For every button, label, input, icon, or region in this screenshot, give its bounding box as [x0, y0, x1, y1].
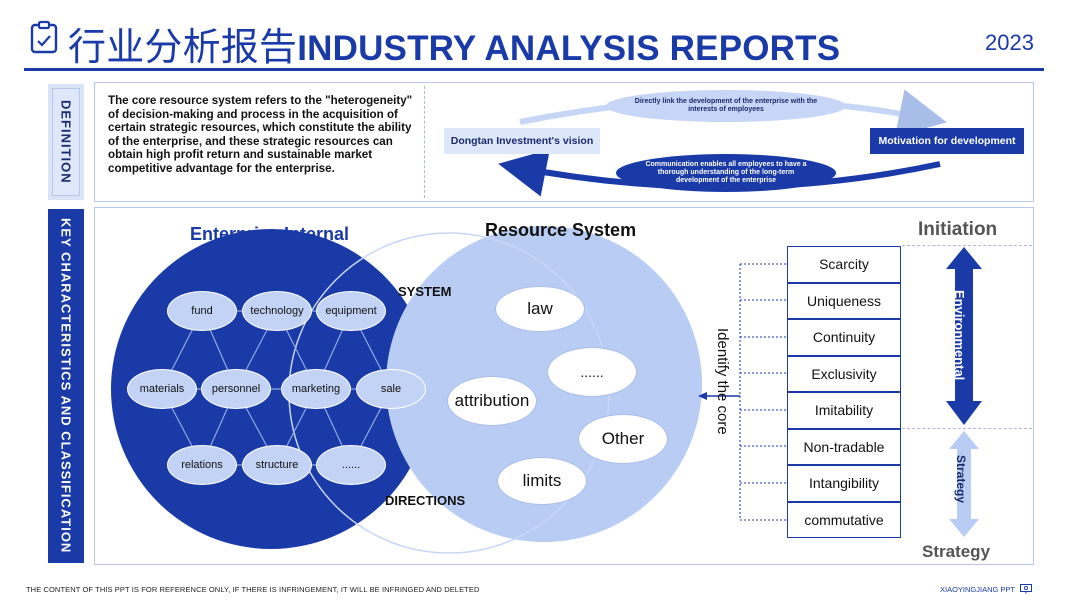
environmental-arrow [946, 247, 982, 425]
directions-label: DIRECTIONS [385, 493, 466, 508]
resource-law: law [495, 286, 585, 332]
initiation-label: Initiation [918, 219, 998, 240]
char-uniqueness: Uniqueness [787, 282, 901, 319]
definition-text: The core resource system refers to the "… [108, 94, 413, 175]
system-label: SYSTEM [398, 284, 452, 299]
resource-attribution: attribution [447, 376, 537, 426]
node-structure: structure [242, 445, 312, 485]
vision-box: Dongtan Investment's vision [444, 128, 600, 154]
page-title: 行业分析报告INDUSTRY ANALYSIS REPORTS [68, 16, 840, 71]
strategy-arrow-label: Strategy [954, 455, 968, 504]
node-technology: technology [242, 291, 312, 331]
key-tab-label: KEY CHARACTERISTICS AND CLASSIFICATION [58, 218, 74, 554]
char-non-tradable: Non-tradable [787, 428, 901, 465]
definition-tab-label: DEFINITION [58, 100, 74, 184]
strategy-label: Strategy [922, 542, 991, 561]
key-characteristics-tab: KEY CHARACTERISTICS AND CLASSIFICATION [46, 207, 86, 565]
resource-ellipsis: ...... [547, 347, 637, 397]
resource-system-label: Resource System [485, 220, 637, 240]
clipboard-check-icon [30, 20, 58, 54]
definition-tab: DEFINITION [46, 82, 86, 202]
environmental-arrow-label: Environmental [952, 290, 967, 381]
motivation-box: Motivation for development [870, 128, 1024, 154]
char-commutative: commutative [787, 501, 901, 538]
node-personnel: personnel [201, 369, 271, 409]
initiation-separator [902, 245, 1032, 246]
presentation-icon [1020, 584, 1032, 594]
footer-brand: XIAOYINGJIANG PPT [940, 585, 1016, 594]
node-relations: relations [167, 445, 237, 485]
char-exclusivity: Exclusivity [787, 355, 901, 392]
node-sale: sale [356, 369, 426, 409]
char-scarcity: Scarcity [787, 246, 901, 283]
page-title-en: INDUSTRY ANALYSIS REPORTS [297, 29, 841, 68]
node-marketing: marketing [281, 369, 351, 409]
node-fund: fund [167, 291, 237, 331]
strategy-arrow [949, 431, 979, 537]
char-imitability: Imitability [787, 392, 901, 429]
char-continuity: Continuity [787, 319, 901, 356]
char-intangibility: Intangibility [787, 465, 901, 502]
definition-tab-bg [52, 88, 80, 196]
communication-note: Communication enables all employees to h… [616, 154, 836, 192]
resource-limits: limits [497, 457, 587, 505]
definition-divider [424, 86, 425, 198]
year-label: 2023 [985, 30, 1034, 55]
node-materials: materials [127, 369, 197, 409]
node-equipment: equipment [316, 291, 386, 331]
page-title-cn: 行业分析报告 [68, 27, 298, 69]
strategy-separator [902, 428, 1032, 429]
footer-disclaimer: THE CONTENT OF THIS PPT IS FOR REFERENCE… [26, 585, 480, 594]
employee-interest-note: Directly link the development of the ent… [606, 90, 846, 122]
identify-arrow-head [698, 392, 707, 400]
enterprise-internal-label: Enterprise Internal [190, 224, 350, 244]
resource-other: Other [578, 414, 668, 464]
identify-core-label: Identify the core [714, 328, 731, 435]
node-ellipsis: ...... [316, 445, 386, 485]
key-tab-bg [48, 209, 84, 563]
table-connectors [739, 263, 787, 521]
header-divider [24, 68, 1044, 71]
